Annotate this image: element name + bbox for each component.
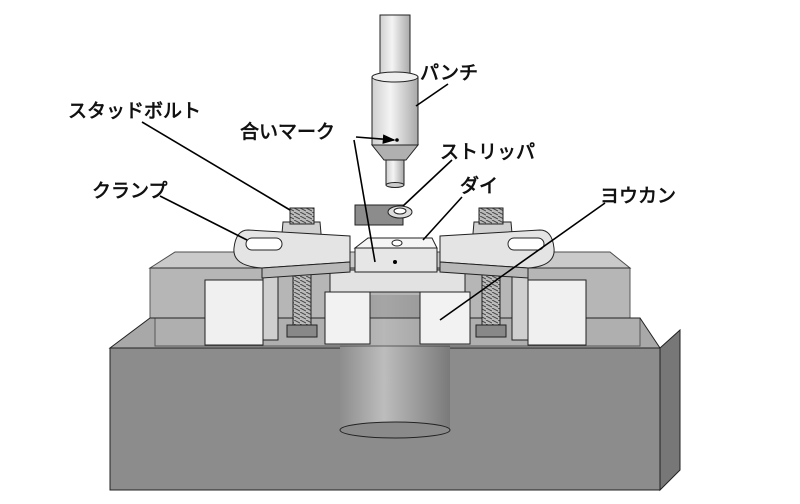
label-die: ダイ bbox=[460, 174, 498, 197]
label-punch: パンチ bbox=[420, 62, 478, 84]
punch bbox=[370, 14, 420, 188]
label-stripper: ストリッパ bbox=[440, 141, 535, 163]
label-yokan: ヨウカン bbox=[600, 185, 676, 207]
stripper bbox=[354, 204, 413, 226]
label-alignment-mark: 合いマーク bbox=[240, 120, 335, 143]
die bbox=[353, 237, 438, 273]
label-stud-bolt: スタッドボルト bbox=[68, 100, 201, 122]
clamp-left bbox=[233, 229, 351, 279]
yokan-blocks bbox=[204, 269, 587, 346]
label-clamp: クランプ bbox=[92, 179, 168, 202]
leader-lines bbox=[141, 83, 606, 321]
